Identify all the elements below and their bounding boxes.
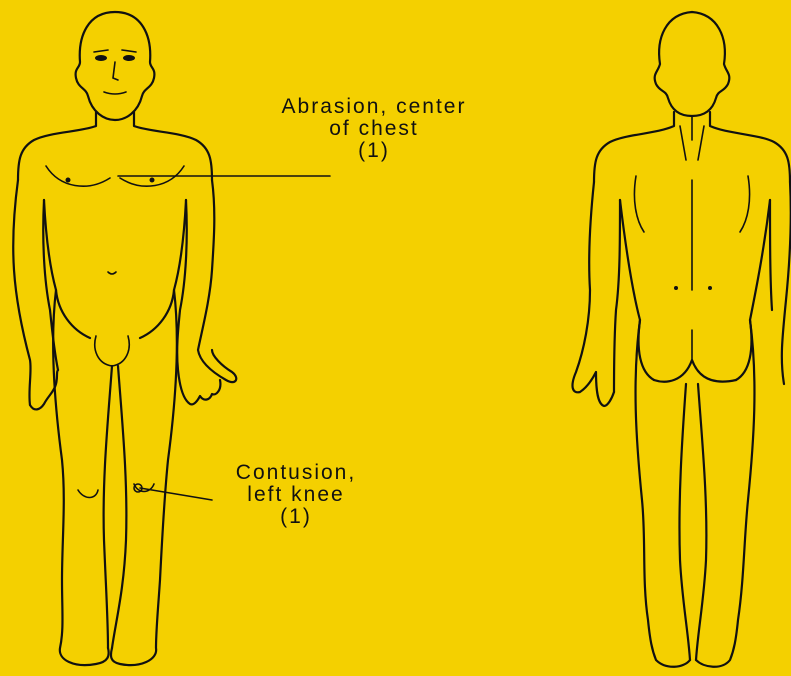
chest-annotation-line-1: Abrasion, center — [224, 96, 524, 118]
knee-annotation-line-2: left knee — [196, 484, 396, 506]
knee-annotation: Contusion, left knee (1) — [196, 462, 396, 528]
chest-annotation-line-3: (1) — [224, 140, 524, 162]
chest-annotation-line-2: of chest — [224, 118, 524, 140]
knee-annotation-line-1: Contusion, — [196, 462, 396, 484]
knee-annotation-line-3: (1) — [196, 506, 396, 528]
chest-annotation: Abrasion, center of chest (1) — [224, 96, 524, 162]
back-figure — [573, 12, 791, 667]
